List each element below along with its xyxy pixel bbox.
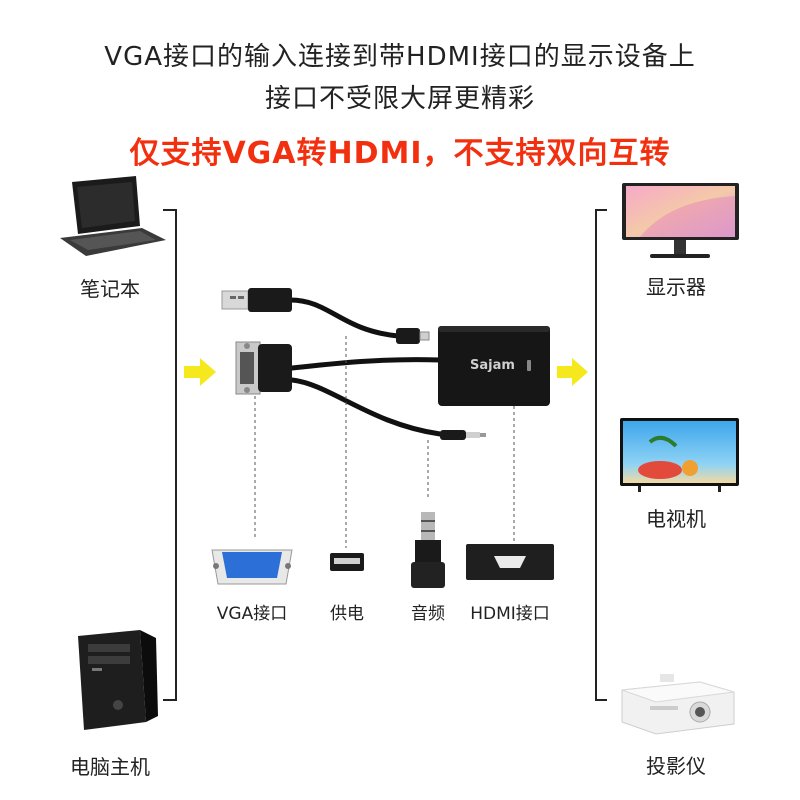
port-vga-label: VGA接口 (216, 604, 288, 624)
title-line-1: VGA接口的输入连接到带HDMI接口的显示设备上 (104, 42, 696, 72)
audio-plug-icon (440, 430, 486, 440)
usb-port-icon (330, 553, 364, 571)
adapter-brand: Sajam (470, 358, 515, 373)
usb-plug-icon (221, 288, 292, 312)
tv-icon (620, 418, 739, 492)
right-bracket (595, 209, 607, 701)
display-monitor-label: 显示器 (646, 275, 706, 299)
output-arrow-icon (557, 358, 588, 386)
left-bracket (163, 209, 177, 701)
title-line-2: 接口不受限大屏更精彩 (264, 84, 535, 114)
adapter-box (438, 326, 550, 406)
desktop-tower-icon (78, 630, 158, 730)
source-laptop-label: 笔记本 (80, 277, 140, 301)
port-power-label: 供电 (330, 604, 364, 624)
headline: 仅支持VGA转HDMI，不支持双向互转 (129, 136, 671, 171)
projector-icon (621, 674, 735, 735)
display-projector-label: 投影仪 (646, 754, 706, 778)
vga-plug-icon (235, 341, 292, 395)
port-audio-label: 音频 (411, 604, 445, 624)
vga-port-icon (211, 549, 293, 585)
micro-usb-plug-icon (396, 328, 430, 344)
cables (287, 297, 443, 437)
hdmi-port-icon (466, 544, 554, 580)
input-arrow-icon (184, 358, 216, 386)
monitor-icon (622, 183, 739, 258)
guide-lines (254, 336, 515, 548)
source-desktop-label: 电脑主机 (70, 755, 150, 779)
audio-jack-icon (411, 512, 445, 588)
display-tv-label: 电视机 (646, 507, 706, 531)
port-hdmi-label: HDMI接口 (470, 604, 550, 624)
laptop-icon (60, 176, 166, 256)
